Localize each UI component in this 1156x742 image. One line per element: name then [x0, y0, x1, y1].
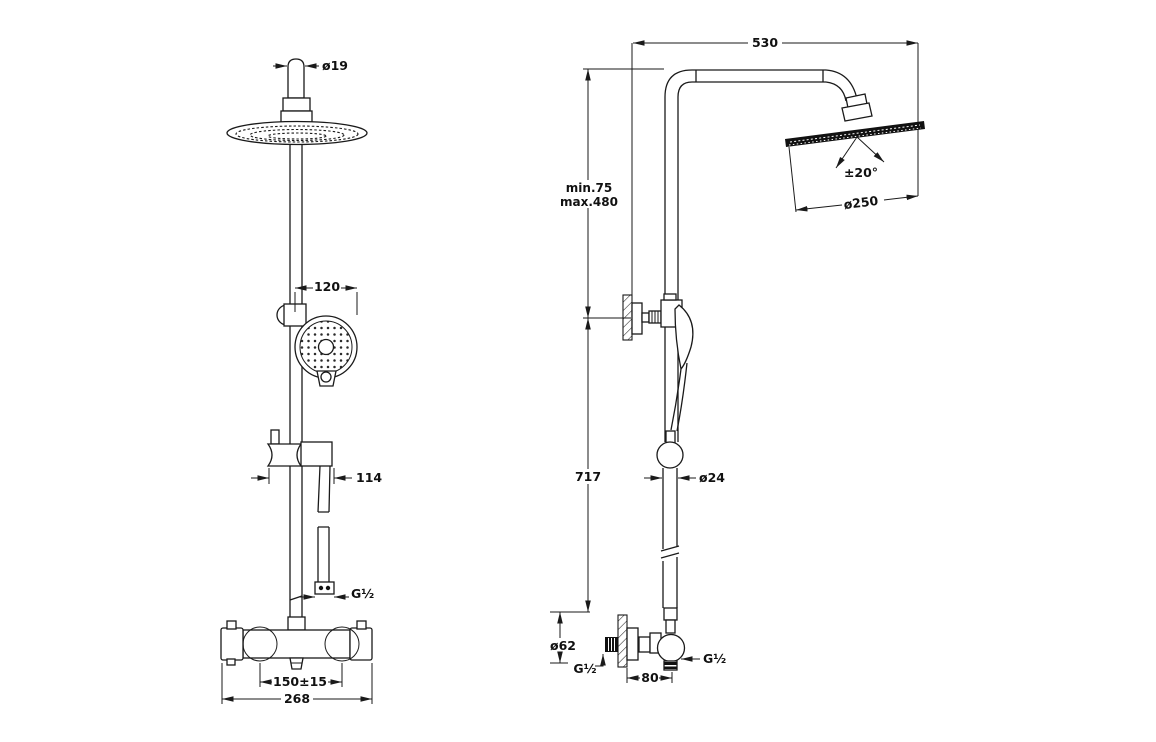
dim-label-hand-shower-diameter: 120 [314, 279, 340, 294]
thermostatic-valve-front [220, 595, 373, 670]
dim-inlet-centers: 150±15 [259, 663, 343, 689]
rail-pipe-front [289, 145, 303, 617]
dim-label-wall-offset: 80 [641, 670, 659, 685]
hand-shower-front [294, 315, 358, 387]
dim-height-range: min.75 max.480 [560, 68, 664, 319]
dim-label-overall-width: 268 [284, 691, 310, 706]
dim-label-height-max: max.480 [560, 195, 618, 209]
dim-pipe-diameter: ø24 [644, 470, 725, 485]
dim-label-top-pipe-diameter: ø19 [322, 58, 348, 73]
dim-hand-shower-diameter: 120 [294, 279, 358, 315]
dim-label-head-tilt: ±20° [844, 165, 878, 180]
dim-label-inlet-thread: G½ [573, 661, 596, 676]
dim-wall-offset: 80 [626, 668, 673, 685]
dim-label-inlet-centers: 150±15 [273, 674, 327, 689]
slider-clamp-front [266, 429, 333, 467]
dim-outlet-thread: G½ [681, 651, 726, 666]
dim-flange-diameter: ø62 [550, 612, 576, 664]
dim-rail-length: 717 [550, 318, 605, 613]
dim-arm-reach: 530 [633, 35, 919, 196]
thermostatic-valve-side [605, 614, 686, 671]
dim-inlet-thread: G½ [573, 654, 606, 676]
overhead-shower-top-pipe [280, 58, 313, 125]
dim-label-height-min: min.75 [566, 181, 612, 195]
hand-shower-hose-front [314, 465, 335, 595]
dim-label-head-diameter: ø250 [843, 193, 880, 212]
dim-hose-thread: G½ [300, 586, 374, 601]
dim-overall-width: 268 [221, 663, 373, 706]
dim-slider-width: 114 [251, 468, 382, 485]
dim-top-pipe-diameter: ø19 [273, 58, 348, 73]
riser-pipe-and-arm [664, 69, 873, 442]
wall-bracket-side [622, 293, 683, 341]
dim-label-flange-diameter: ø62 [550, 638, 576, 653]
lower-pipe-side [660, 468, 680, 634]
overhead-shower-head-front [226, 120, 368, 146]
dim-label-rail-length: 717 [575, 469, 601, 484]
ball-joint [656, 441, 684, 469]
dim-head-tilt: ±20° [835, 136, 885, 180]
dim-label-outlet-thread: G½ [703, 651, 726, 666]
overhead-shower-head-side [785, 121, 925, 147]
hand-shower-holder-front [276, 303, 307, 327]
dim-label-arm-reach: 530 [752, 35, 778, 50]
front-view-drawing: ø19 120 [220, 58, 382, 706]
dim-label-hose-thread: G½ [351, 586, 374, 601]
side-view-drawing: 530 ±20° ø250 [550, 35, 925, 685]
dim-label-pipe-diameter: ø24 [699, 470, 725, 485]
dim-label-slider-width: 114 [356, 470, 382, 485]
dim-head-diameter: ø250 [788, 146, 919, 212]
